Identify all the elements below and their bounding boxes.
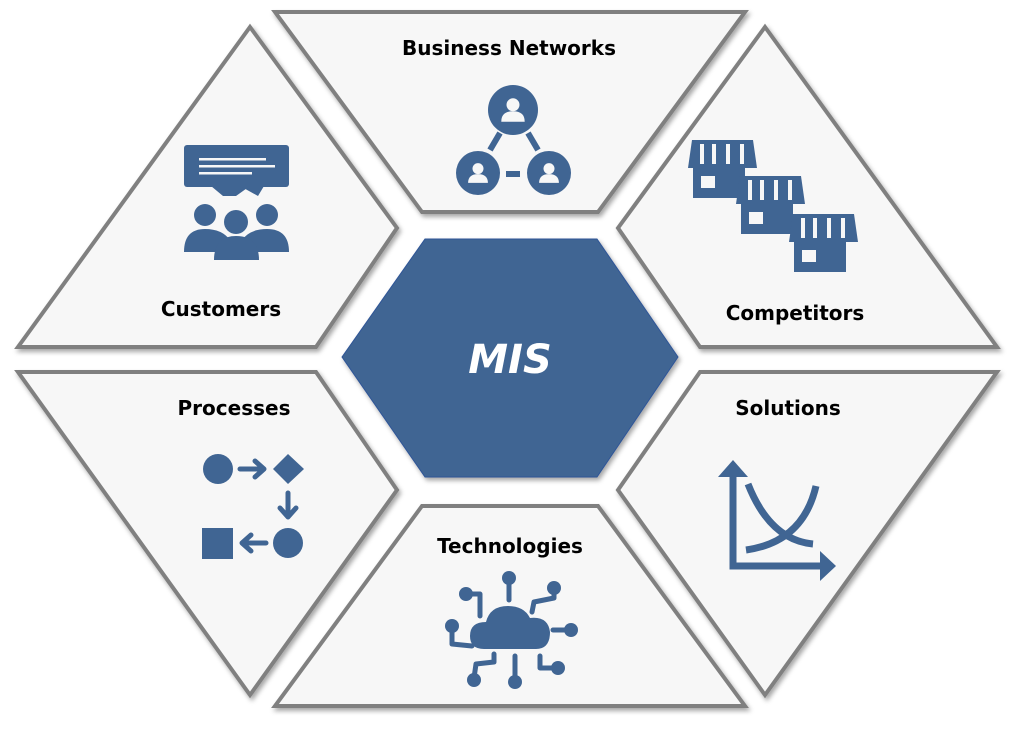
segment-shape	[615, 23, 1001, 349]
segment-shape	[271, 504, 749, 708]
segment-label: Competitors	[726, 301, 865, 325]
curve-chart-icon	[718, 460, 836, 581]
core-hexagon	[341, 238, 679, 478]
segment-label: Technologies	[437, 534, 583, 558]
storefronts-icon	[688, 140, 858, 272]
mis-core: MIS	[341, 238, 679, 478]
core-title: MIS	[468, 337, 552, 383]
segment-solutions: Solutions	[615, 370, 1001, 699]
segment-customers: Customers	[14, 23, 400, 349]
segment-business-networks: Business Networks	[271, 10, 749, 214]
segment-competitors: Competitors	[615, 23, 1001, 349]
flowchart-icon	[202, 454, 304, 559]
segment-label: Customers	[161, 297, 281, 321]
cloud-network-icon	[445, 571, 578, 689]
segment-label: Processes	[178, 396, 291, 420]
network-people-icon	[456, 85, 571, 195]
segment-label: Business Networks	[402, 36, 616, 60]
segment-shape	[615, 370, 1001, 699]
segment-label: Solutions	[735, 396, 841, 420]
segment-technologies: Technologies	[271, 504, 749, 708]
segment-processes: Processes	[14, 370, 400, 699]
customer-feedback-icon	[184, 145, 289, 260]
